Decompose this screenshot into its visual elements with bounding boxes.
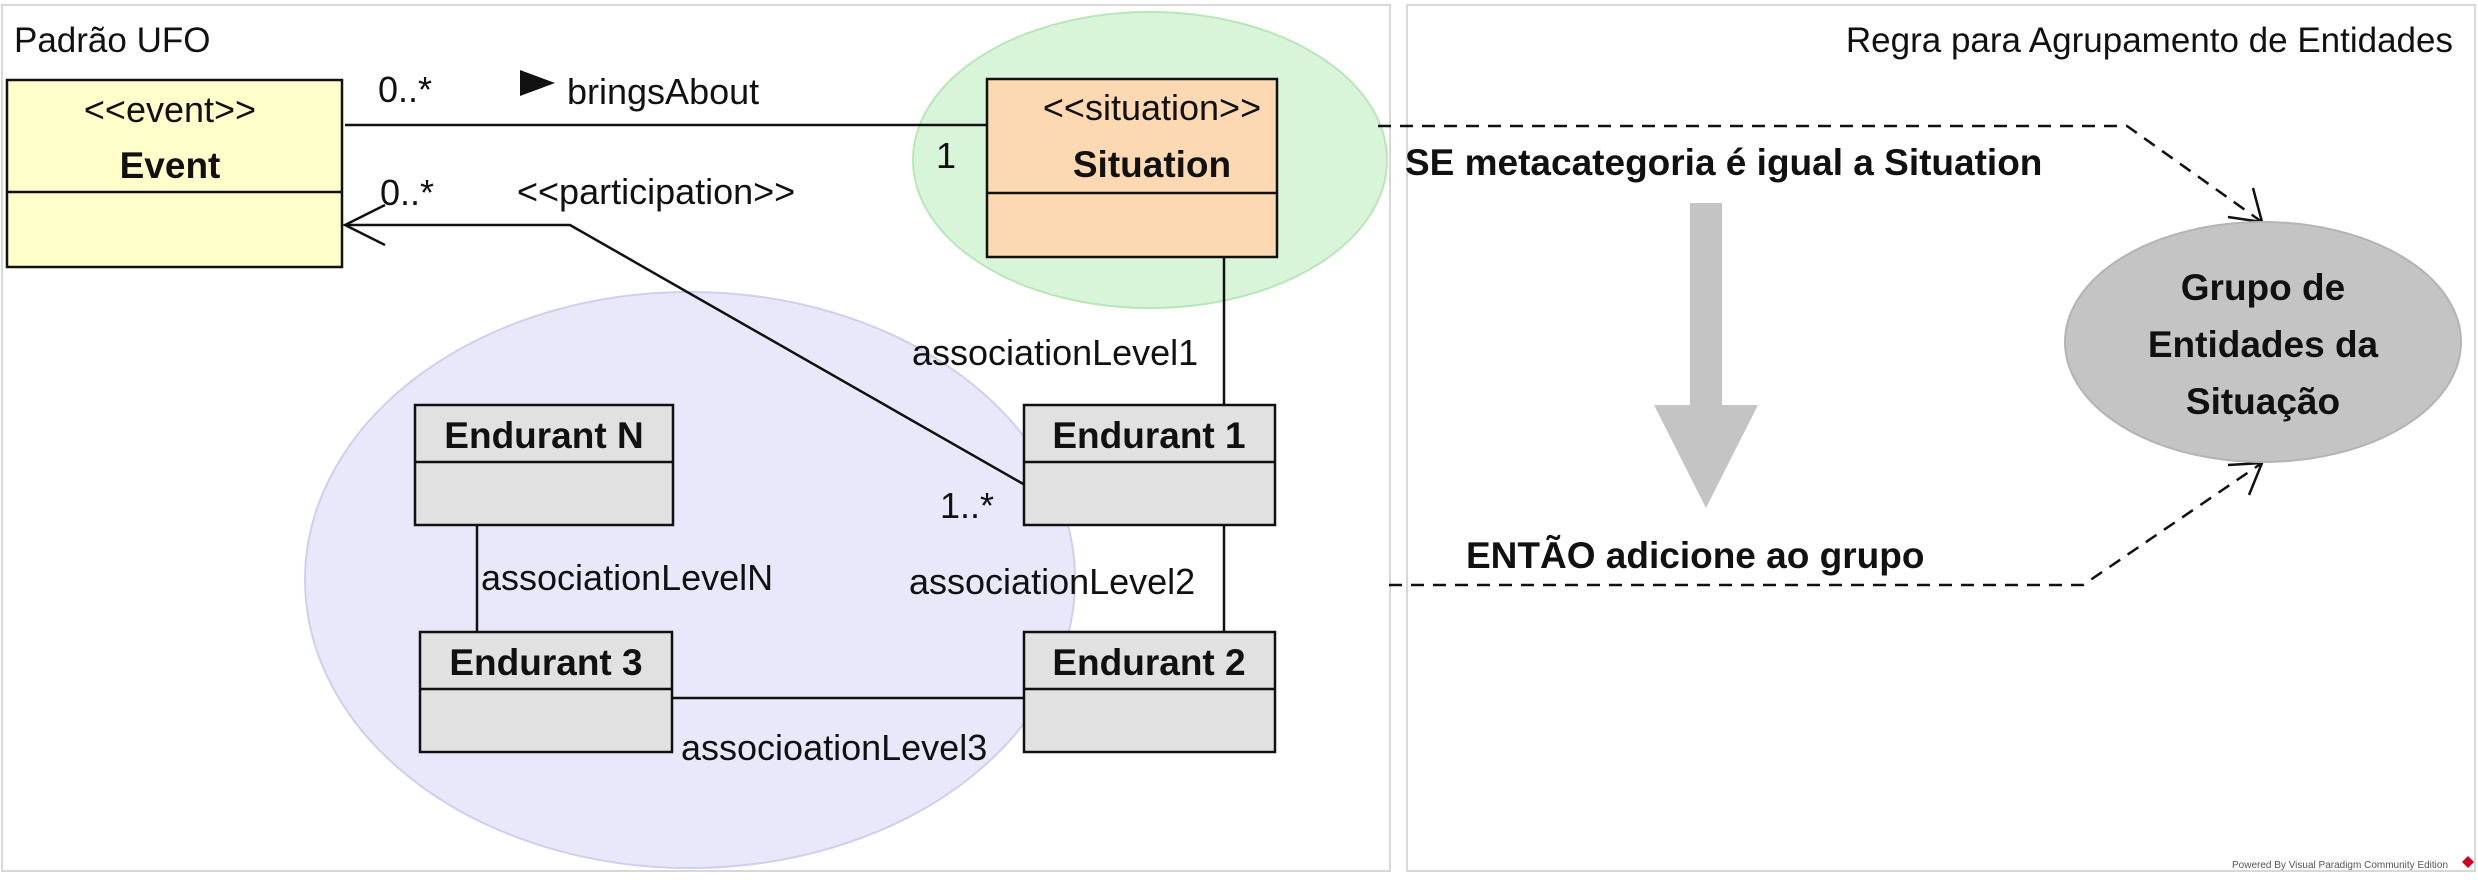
visual-paradigm-logo-icon [2462, 856, 2474, 868]
event-name: Event [120, 145, 221, 186]
brings-about-source-multiplicity: 0..* [378, 69, 432, 110]
powered-by-footer: Powered By Visual Paradigm Community Edi… [2232, 860, 2448, 871]
rule-down-arrow-icon [1654, 203, 1758, 508]
situation-stereotype: <<situation>> [1043, 87, 1261, 128]
event-stereotype: <<event>> [84, 89, 256, 130]
situation-class[interactable]: <<situation>> Situation [985, 77, 1279, 259]
endurant-1-class[interactable]: Endurant 1 [1022, 403, 1277, 527]
situation-entity-group[interactable]: Grupo de Entidades da Situação [2064, 221, 2462, 463]
endurant-n-box [413, 403, 675, 527]
endurant-2-name: Endurant 2 [1052, 642, 1245, 683]
left-panel-title: Padrão UFO [14, 21, 210, 60]
right-panel-title: Regra para Agrupamento de Entidades [1846, 21, 2453, 60]
endurant-3-class[interactable]: Endurant 3 [418, 630, 674, 754]
endurant-1-box [1022, 403, 1277, 527]
endurant-3-name: Endurant 3 [449, 642, 642, 683]
condition-dashed-arrow [1378, 124, 2263, 224]
levelN-label: associationLevelN [481, 557, 773, 598]
endurant-n-name: Endurant N [444, 415, 643, 456]
participation-arrowhead [342, 203, 386, 247]
participation-line [345, 223, 1026, 487]
group-label-line-1: Grupo de [2181, 267, 2345, 308]
situation-entity-group-ellipse [2064, 221, 2462, 463]
event-class[interactable]: <<event>> Event [5, 78, 344, 269]
action-dashed-arrow [1389, 461, 2263, 587]
group-label-line-3: Situação [2186, 381, 2340, 422]
endurant-2-box [1022, 630, 1277, 754]
participation-label: <<participation>> [517, 171, 795, 212]
participation-target-multiplicity: 1..* [940, 485, 994, 526]
action-dashed-arrowhead [2227, 461, 2264, 496]
level2-label: associationLevel2 [909, 561, 1195, 602]
situation-class-box [985, 77, 1279, 259]
participation-source-multiplicity: 0..* [380, 172, 434, 213]
rule-condition-text: SE metacategoria é igual a Situation [1405, 142, 2042, 183]
endurant-n-class[interactable]: Endurant N [413, 403, 675, 527]
endurant-3-box [418, 630, 674, 754]
endurant-2-class[interactable]: Endurant 2 [1022, 630, 1277, 754]
event-class-box [5, 78, 344, 269]
level1-label: associationLevel1 [912, 332, 1198, 373]
rule-action-text: ENTÃO adicione ao grupo [1466, 534, 1924, 576]
brings-about-label: bringsAbout [567, 71, 759, 112]
level3-label: associoationLevel3 [681, 727, 987, 768]
endurant-1-name: Endurant 1 [1052, 415, 1245, 456]
brings-about-direction-icon [520, 70, 555, 96]
group-label-line-2: Entidades da [2148, 324, 2379, 365]
brings-about-target-multiplicity: 1 [936, 135, 956, 176]
situation-name: Situation [1073, 144, 1231, 185]
